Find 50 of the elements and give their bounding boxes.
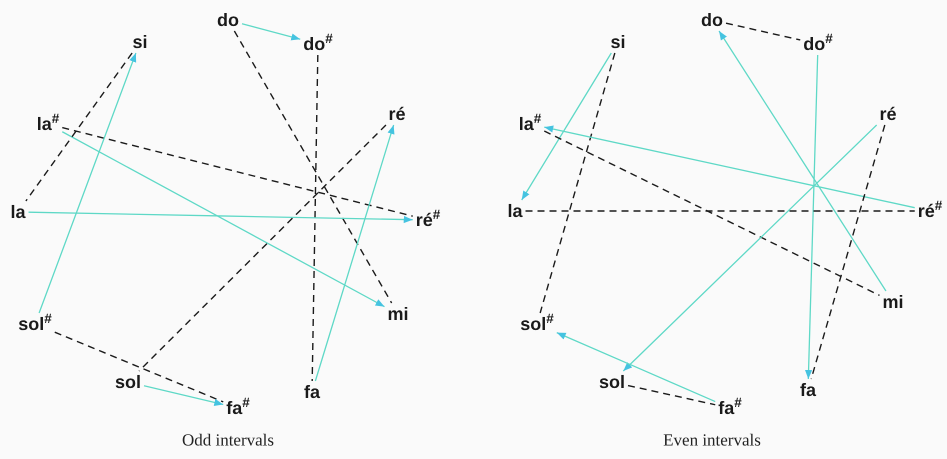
arrow [62,131,385,308]
dashed-line [628,384,716,406]
arrow [314,124,394,382]
note-label: la [10,203,26,221]
arrow [242,23,300,40]
dashed-line [62,126,413,217]
arrow [544,126,915,208]
note-label: ré$^{#}$ [916,202,944,220]
note-label: sol$^{#}$ [519,315,555,333]
note-label: fa [799,381,817,399]
dashed-line [544,130,880,296]
note-label: la [506,202,524,220]
panel-caption: Even intervals [663,429,761,452]
note-label: si [610,33,626,51]
note-label: la$^{#}$ [36,115,60,133]
note-label: la$^{#}$ [518,115,542,133]
note-label: do$^{#}$ [802,35,834,53]
dashed-line [539,52,616,314]
dashed-line [726,22,800,41]
note-label: mi [386,305,410,323]
note-label: ré [388,105,406,123]
arrow [38,52,137,314]
dashed-line [810,124,886,380]
arrow [144,385,224,406]
arrow [556,332,716,402]
arrow [28,212,413,224]
dashed-line [526,210,915,212]
note-label: do [700,11,724,29]
note-label: si [132,33,148,51]
arrow [718,30,886,292]
dashed-line [312,54,318,382]
note-label: do$^{#}$ [302,35,334,53]
arrow [521,52,612,200]
note-label: fa [303,383,321,401]
note-label: sol$^{#}$ [17,315,53,333]
note-label: fa$^{#}$ [717,399,743,417]
note-label: ré$^{#}$ [414,211,442,229]
arrow [804,54,818,380]
arrow [622,124,878,372]
dashed-line [234,30,392,304]
dashed-line [54,332,224,403]
dashed-line [138,124,386,372]
note-label: sol [114,373,142,391]
note-label: fa$^{#}$ [225,399,251,417]
dashed-line [25,52,133,202]
note-label: do [216,11,240,29]
note-label: ré [878,105,898,123]
note-label: mi [882,293,904,311]
note-label: sol [598,373,626,391]
panel-caption: Odd intervals [182,429,274,452]
